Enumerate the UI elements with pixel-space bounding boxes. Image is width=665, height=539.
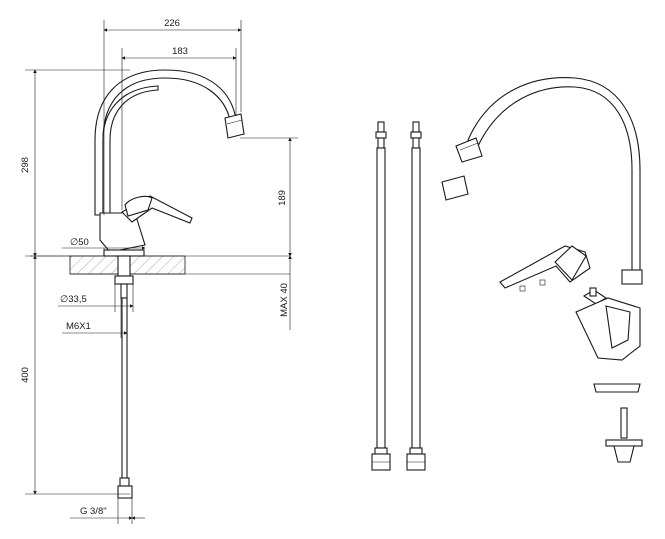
dim-deck-thickness: MAX 40 bbox=[279, 255, 292, 330]
dim-base-diameter: ∅50 bbox=[62, 237, 146, 252]
dim-hose-length-label: 400 bbox=[20, 367, 31, 383]
dim-spout-height-label: 189 bbox=[277, 190, 288, 206]
dim-spout-reach-label: 183 bbox=[172, 46, 188, 57]
dim-overall-height: 298 bbox=[20, 69, 130, 257]
dim-overall-height-label: 298 bbox=[20, 157, 31, 173]
dim-shank-diameter-label: ∅33,5 bbox=[60, 294, 87, 305]
dim-hose-connection: G 3/8" bbox=[70, 498, 145, 524]
dim-spout-reach: 183 bbox=[121, 46, 237, 210]
dim-thread: M6X1 bbox=[62, 298, 128, 338]
dim-overall-width-label: 226 bbox=[164, 18, 180, 29]
dim-base-diameter-label: ∅50 bbox=[70, 237, 89, 248]
flexible-hose-icon bbox=[406, 121, 426, 471]
faucet-front-view bbox=[94, 69, 245, 499]
dim-thread-label: M6X1 bbox=[66, 321, 91, 332]
dim-overall-width: 226 bbox=[103, 18, 242, 215]
flexible-hose-icon bbox=[371, 121, 391, 471]
dim-hose-length: 400 bbox=[20, 255, 130, 495]
faucet-exploded-view-icon bbox=[441, 77, 643, 463]
dim-hose-connection-label: G 3/8" bbox=[80, 506, 107, 517]
dim-deck-thickness-label: MAX 40 bbox=[279, 283, 290, 317]
front-view: 226 183 298 189 ∅50 bbox=[20, 18, 298, 524]
countertop-section bbox=[30, 255, 290, 275]
dim-spout-height: 189 bbox=[240, 137, 298, 257]
dim-shank-diameter: ∅33,5 bbox=[58, 284, 134, 312]
flexible-hoses bbox=[371, 121, 426, 471]
